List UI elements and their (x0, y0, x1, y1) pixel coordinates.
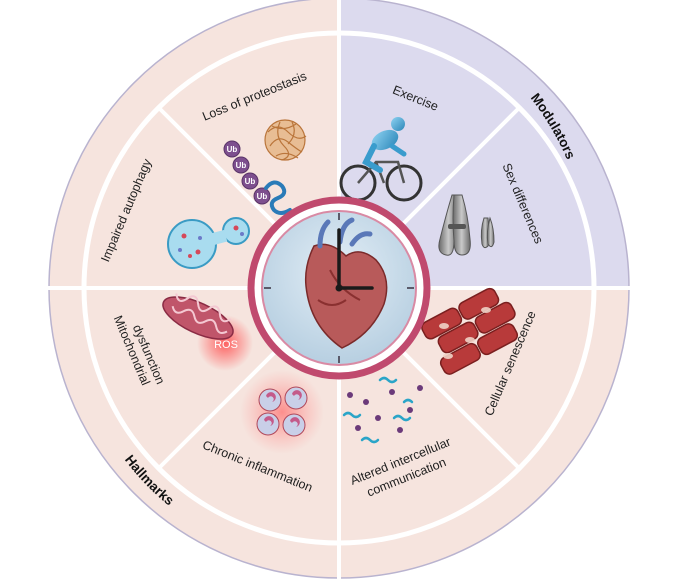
proteostasis-icon: Ub Ub Ub Ub (223, 119, 307, 215)
autophagosome-icon (167, 217, 250, 269)
senescent-cells-icon (421, 287, 519, 375)
chromosome-icon (438, 194, 495, 256)
central-clock (247, 196, 431, 380)
ub-text-4: Ub (257, 192, 268, 201)
ub-text-1: Ub (227, 145, 238, 154)
ub-text-2: Ub (236, 161, 247, 170)
mitochondrion-icon: ROS (162, 293, 253, 371)
heart-icon (304, 217, 388, 349)
clock-center-pin (335, 284, 343, 292)
inflammatory-cells-icon (240, 370, 324, 454)
clock-ticks (264, 213, 414, 363)
cyclist-icon (339, 117, 423, 202)
ub-text-3: Ub (245, 177, 256, 186)
protein-aggregate-icon (264, 119, 307, 161)
unfolded-protein-icon (264, 180, 292, 215)
ros-text: ROS (214, 339, 238, 351)
communication-particles-icon (342, 376, 423, 444)
